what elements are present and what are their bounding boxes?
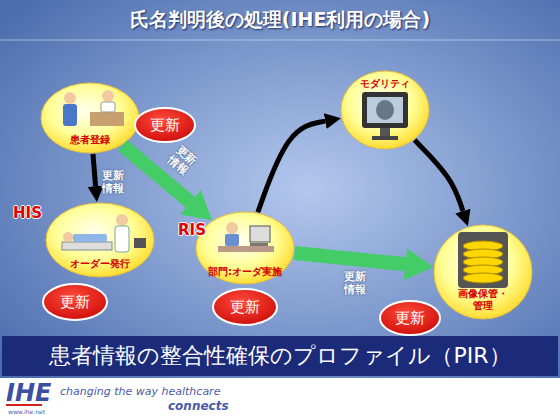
storage-disc bbox=[463, 265, 503, 275]
system-ellipse: モダリティ bbox=[340, 70, 430, 150]
oval-shape bbox=[213, 289, 277, 325]
desk-icon bbox=[90, 112, 124, 126]
patient-body bbox=[73, 234, 107, 242]
person-head bbox=[102, 90, 114, 102]
person-body bbox=[101, 102, 115, 112]
ellipse-shape bbox=[434, 225, 532, 319]
system-ellipse: RIS部門:オーダ実施 bbox=[195, 211, 295, 285]
modality-screen bbox=[367, 97, 403, 123]
patient-head bbox=[63, 232, 73, 242]
person-body bbox=[63, 104, 77, 126]
modality-monitor bbox=[362, 92, 408, 128]
oval-shape bbox=[43, 284, 107, 320]
caption-band bbox=[2, 336, 558, 376]
node-label: 部門:オーダ実施 bbox=[195, 266, 295, 278]
update-arrow bbox=[295, 253, 406, 264]
desk-icon bbox=[218, 246, 274, 252]
storage-disc bbox=[463, 249, 503, 259]
update-arrow bbox=[123, 145, 191, 202]
operator-body bbox=[225, 234, 239, 246]
logo-text: www.ihe.net bbox=[8, 408, 45, 415]
keyboard-icon bbox=[250, 243, 268, 246]
update-text: 更新 bbox=[134, 107, 196, 143]
nurse-body bbox=[115, 226, 129, 252]
flow-arrow bbox=[258, 121, 325, 212]
ellipse-shape bbox=[341, 71, 429, 149]
flow-arrow bbox=[415, 140, 463, 211]
node-label: オーダー発行 bbox=[45, 258, 155, 270]
oval-shape bbox=[135, 108, 195, 142]
edge-label: 更新 情報 bbox=[342, 270, 368, 296]
bed-icon bbox=[62, 242, 112, 250]
edge-label: 更新 情報 bbox=[164, 142, 201, 179]
monitor-base bbox=[372, 136, 398, 140]
update-text: 更新 bbox=[42, 283, 108, 321]
ellipse-shape bbox=[196, 212, 294, 284]
storage-disc bbox=[463, 257, 503, 267]
storage-box bbox=[458, 232, 508, 288]
slide-background bbox=[0, 0, 560, 378]
system-name: HIS bbox=[13, 204, 53, 222]
flow-arrow bbox=[93, 154, 96, 186]
system-ellipse: HISオーダー発行 bbox=[45, 202, 155, 278]
update-oval: 更新 bbox=[134, 107, 196, 143]
nurse-head bbox=[116, 214, 128, 226]
device-icon bbox=[134, 238, 146, 248]
storage-disc bbox=[463, 273, 503, 283]
node-label: 患者登録 bbox=[40, 134, 140, 146]
system-ellipse: 画像保管・ 管理 bbox=[433, 224, 533, 320]
logo-text: connects bbox=[168, 399, 229, 413]
monitor-icon bbox=[250, 226, 270, 242]
update-text: 更新 bbox=[212, 288, 278, 326]
edge-label: 更新 情報 bbox=[100, 169, 126, 195]
operator-head bbox=[226, 222, 238, 234]
footer-area bbox=[0, 378, 560, 420]
monitor-stand bbox=[380, 128, 390, 136]
oval-shape bbox=[380, 301, 440, 335]
system-ellipse: 患者登録 bbox=[40, 82, 140, 154]
logo-text: changing the way healthcare bbox=[60, 385, 220, 398]
title-rule bbox=[0, 40, 560, 41]
profile-banner: 患者情報の整合性確保のプロファイル（PIR） bbox=[0, 336, 560, 376]
node-label: モダリティ bbox=[340, 78, 430, 90]
logo-text: IHE bbox=[6, 379, 51, 407]
person-head bbox=[64, 92, 76, 104]
ellipse-shape bbox=[41, 83, 139, 153]
scan-image bbox=[376, 100, 394, 120]
update-oval: 更新 bbox=[212, 288, 278, 326]
ellipse-shape bbox=[46, 203, 154, 277]
logo-bar bbox=[6, 404, 42, 406]
storage-disc bbox=[463, 241, 503, 251]
update-oval: 更新 bbox=[379, 300, 441, 336]
system-name: RIS bbox=[178, 221, 218, 239]
update-oval: 更新 bbox=[42, 283, 108, 321]
slide-title: 氏名判明後の処理(IHE利用の場合) bbox=[0, 7, 560, 33]
node-label: 画像保管・ 管理 bbox=[453, 288, 513, 312]
update-text: 更新 bbox=[379, 300, 441, 336]
